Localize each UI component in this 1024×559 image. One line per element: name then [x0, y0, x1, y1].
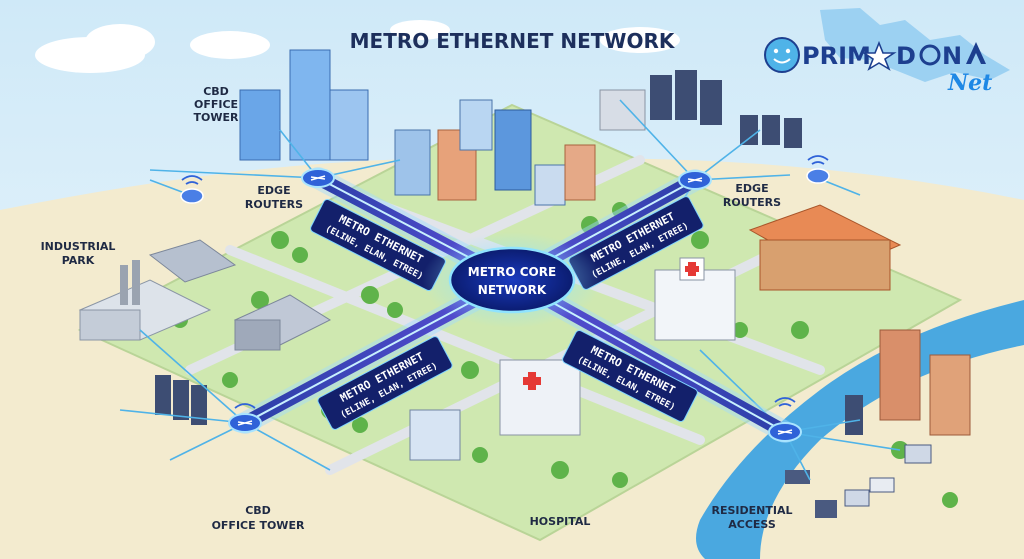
- label-cbd-bottom-line1: CBD: [245, 504, 271, 517]
- data-center-servers: [599, 70, 802, 148]
- label-edge-right: EDGE ROUTERS: [723, 182, 781, 209]
- page-title: METRO ETHERNET NETWORK: [350, 29, 676, 53]
- logo-a-mark: [966, 42, 986, 64]
- wifi-icon: [181, 155, 829, 409]
- metro-core-node[interactable]: METRO CORE NETWORK: [422, 232, 602, 328]
- label-cbd-top-line3: TOWER: [194, 111, 240, 124]
- star-icon: [861, 40, 897, 71]
- label-residential-line2: ACCESS: [728, 518, 776, 531]
- edge-router-top-right[interactable]: [678, 170, 712, 190]
- map-silhouette-icon: [820, 8, 1010, 82]
- logo-text-n: N: [942, 42, 962, 70]
- label-hospital-line1: HOSPITAL: [530, 515, 591, 528]
- label-cbd-bottom: CBD OFFICE TOWER: [212, 504, 305, 532]
- label-cbd-bottom-line2: OFFICE TOWER: [212, 519, 305, 532]
- label-industrial-line2: PARK: [62, 254, 95, 267]
- logo-text-d: D: [896, 42, 916, 70]
- label-cbd-top-line1: CBD: [203, 85, 229, 98]
- clouds: [35, 20, 680, 73]
- edge-router-top-left[interactable]: [301, 168, 335, 188]
- label-edge-left-line1: EDGE: [257, 184, 290, 197]
- cbd-top-towers: [239, 49, 596, 206]
- residential-devices: [785, 444, 932, 518]
- core-label-line1: METRO CORE: [468, 265, 556, 279]
- logo-o-ring: [919, 44, 941, 66]
- core-label-line2: NETWORK: [478, 283, 547, 297]
- label-cbd-top: CBD OFFICE TOWER: [194, 85, 240, 124]
- label-edge-left-line2: ROUTERS: [245, 198, 303, 211]
- industrial-park-buildings: [78, 239, 332, 351]
- hospital-right: [654, 257, 736, 341]
- residential-buildings: [845, 329, 971, 436]
- label-edge-right-line1: EDGE: [735, 182, 768, 195]
- school-building: [748, 204, 902, 291]
- access-router-left: [180, 188, 204, 204]
- logo-text-prim: PRIM: [802, 42, 871, 70]
- label-cbd-top-line2: OFFICE: [194, 98, 238, 111]
- label-residential-line1: RESIDENTIAL: [712, 504, 793, 517]
- primadona-logo: PRIM D N Net: [764, 8, 1010, 96]
- access-router-right: [806, 168, 830, 184]
- bottom-left-servers: [155, 375, 207, 425]
- smiley-icon: [764, 37, 800, 73]
- edge-router-bottom-right[interactable]: [768, 422, 802, 442]
- label-edge-right-line2: ROUTERS: [723, 196, 781, 209]
- edge-router-bottom-left[interactable]: [228, 413, 262, 433]
- logo-text-net: Net: [947, 70, 992, 96]
- label-industrial: INDUSTRIAL PARK: [41, 240, 116, 267]
- label-edge-left: EDGE ROUTERS: [245, 184, 303, 211]
- label-industrial-line1: INDUSTRIAL: [41, 240, 116, 253]
- hospital-bottom: [409, 359, 581, 461]
- label-residential: RESIDENTIAL ACCESS: [712, 504, 793, 531]
- label-hospital: HOSPITAL: [530, 515, 591, 528]
